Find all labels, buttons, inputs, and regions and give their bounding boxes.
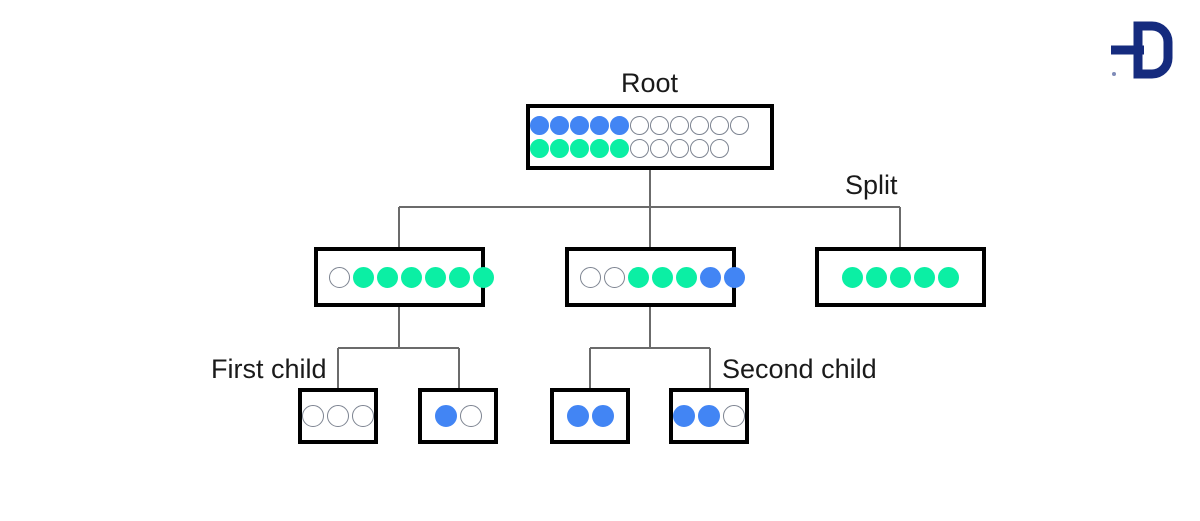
white-dot	[670, 116, 689, 135]
dot-row	[302, 405, 374, 427]
white-dot	[710, 116, 729, 135]
middle-node-right-rows	[819, 266, 982, 288]
green-dot	[590, 139, 609, 158]
blue-dot	[724, 266, 745, 288]
leaf-node-1[interactable]	[298, 388, 378, 444]
green-dot	[570, 139, 589, 158]
white-dot	[730, 116, 749, 135]
green-dot	[652, 266, 673, 288]
dot-row	[422, 405, 494, 427]
dot-row	[554, 405, 626, 427]
white-dot	[630, 139, 649, 158]
blue-dot	[700, 266, 721, 288]
middle-node-left[interactable]	[314, 247, 494, 307]
dot-row	[530, 116, 770, 135]
white-dot	[650, 116, 669, 135]
green-dot	[914, 266, 935, 288]
white-dot	[604, 266, 625, 288]
green-dot	[530, 139, 549, 158]
white-dot	[302, 405, 324, 427]
dot-row	[819, 266, 982, 288]
middle-node-right[interactable]	[815, 247, 986, 307]
white-dot	[690, 139, 709, 158]
dot-row	[569, 266, 745, 288]
white-dot	[723, 405, 745, 427]
white-dot	[650, 139, 669, 158]
split-label: Split	[845, 170, 898, 200]
green-dot	[377, 266, 398, 288]
white-dot	[630, 116, 649, 135]
white-dot	[327, 405, 349, 427]
blue-dot	[698, 405, 720, 427]
white-dot	[580, 266, 601, 288]
green-dot	[890, 266, 911, 288]
leaf-node-2-rows	[422, 405, 494, 427]
plus-d-logo	[1111, 21, 1173, 79]
root-node[interactable]	[526, 104, 774, 170]
white-dot	[670, 139, 689, 158]
blue-dot	[566, 405, 589, 427]
blue-dot	[610, 116, 629, 135]
middle-node-center[interactable]	[565, 247, 745, 307]
first-child-label: First child	[211, 354, 327, 384]
blue-dot	[570, 116, 589, 135]
blue-dot	[530, 116, 549, 135]
green-dot	[401, 266, 422, 288]
green-dot	[353, 266, 374, 288]
leaf-node-2[interactable]	[418, 388, 498, 444]
dot-row	[530, 139, 770, 158]
second-child-label: Second child	[722, 354, 877, 384]
green-dot	[449, 266, 470, 288]
blue-dot	[434, 405, 457, 427]
white-dot	[329, 266, 350, 288]
leaf-node-1-rows	[302, 405, 374, 427]
green-dot	[842, 266, 863, 288]
green-dot	[866, 266, 887, 288]
leaf-node-3[interactable]	[550, 388, 630, 444]
blue-dot	[550, 116, 569, 135]
white-dot	[710, 139, 729, 158]
white-dot	[352, 405, 374, 427]
middle-node-center-rows	[569, 266, 745, 288]
green-dot	[550, 139, 569, 158]
green-dot	[628, 266, 649, 288]
blue-dot	[590, 116, 609, 135]
blue-dot	[673, 405, 695, 427]
green-dot	[473, 266, 494, 288]
middle-node-left-rows	[318, 266, 494, 288]
leaf-node-4[interactable]	[669, 388, 749, 444]
green-dot	[938, 266, 959, 288]
blue-dot	[591, 405, 614, 427]
dot-row	[673, 405, 745, 427]
dot-row	[318, 266, 494, 288]
green-dot	[425, 266, 446, 288]
white-dot	[690, 116, 709, 135]
leaf-node-4-rows	[673, 405, 745, 427]
root-node-rows	[530, 116, 770, 158]
root-label: Root	[621, 68, 679, 98]
green-dot	[610, 139, 629, 158]
leaf-node-3-rows	[554, 405, 626, 427]
white-dot	[459, 405, 482, 427]
green-dot	[676, 266, 697, 288]
